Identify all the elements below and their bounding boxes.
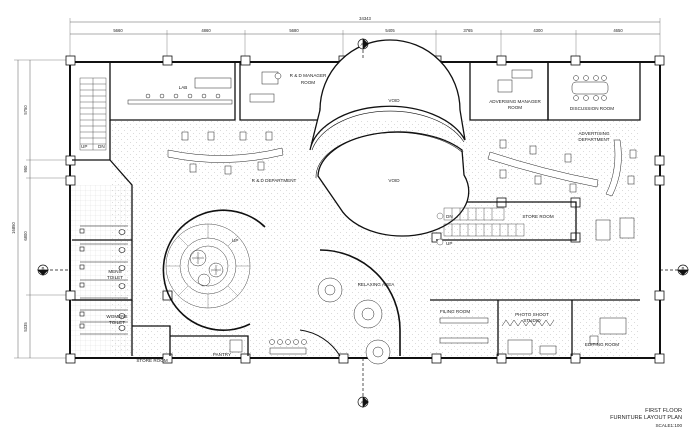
- label-rd-dept: R & D DEPARTMENT: [252, 178, 297, 183]
- planters: [189, 249, 224, 287]
- overall-height-dim: 16850: [11, 222, 16, 234]
- left-dim-1: 5750: [23, 105, 28, 115]
- section-marker-letters: A A B B: [42, 42, 685, 405]
- label-rd-manager-2: ROOM: [301, 80, 315, 85]
- label-rd-manager-1: R & D MANAGER: [290, 73, 327, 78]
- section-marker-a-bottom: [357, 358, 369, 408]
- section-markers: [37, 38, 689, 408]
- label-void-upper: VOID: [388, 98, 400, 103]
- label-pantry: PANTRY: [213, 352, 231, 357]
- label-photo-shoot-1: PHOTO SHOOT: [515, 312, 549, 317]
- label-mens-toilet-2: TOILET: [107, 275, 123, 280]
- dimension-lines: [14, 18, 661, 359]
- label-stair-up-east: UP: [446, 241, 452, 246]
- top-dim-4: 5405: [385, 28, 395, 33]
- label-womens-toilet-2: TOILET: [109, 320, 125, 325]
- room-labels: LAB R & D MANAGER ROOM VOID VOID ADVERSI…: [106, 73, 619, 363]
- left-dim-4: 5335: [23, 322, 28, 332]
- label-stair-up-west: UP: [81, 144, 87, 149]
- label-adv-dept-1: ADVERTISING: [578, 131, 609, 136]
- spiral-stair: [165, 223, 251, 309]
- label-lab: LAB: [179, 85, 188, 90]
- furniture: [127, 69, 637, 365]
- left-dim-3: 6800: [23, 231, 28, 241]
- section-a-bottom-letter: A: [361, 400, 364, 405]
- stair-labels: UP DN DN UP UP: [81, 144, 453, 246]
- top-dim-2: 4860: [201, 28, 211, 33]
- west-stair: [79, 77, 107, 151]
- title-line-1: FIRST FLOOR: [645, 408, 682, 414]
- label-mens-toilet-1: MENS: [108, 269, 121, 274]
- label-womens-toilet-1: WOMENS: [106, 314, 127, 319]
- overall-width-dim: 34343: [359, 16, 371, 21]
- curved-walls: [162, 209, 401, 357]
- east-stairs: [436, 207, 525, 246]
- void-area: [309, 39, 470, 237]
- label-adv-manager-2: ROOM: [508, 105, 522, 110]
- top-dim-6: 4300: [533, 28, 543, 33]
- label-relaxing-area: RELAXING AREA: [358, 282, 396, 287]
- label-stair-dn-west: DN: [98, 144, 105, 149]
- label-filing-room: FILING ROOM: [440, 309, 471, 314]
- top-dim-5: 3765: [463, 28, 473, 33]
- label-stair-dn-east: DN: [446, 214, 453, 219]
- section-b-right-letter: B: [682, 266, 685, 271]
- label-photo-shoot-2: STUDIO: [523, 318, 541, 323]
- label-discussion: DISCUSSION ROOM: [570, 106, 614, 111]
- section-marker-b-right: [660, 264, 689, 276]
- label-adv-dept-2: DEPARTMENT: [578, 137, 609, 142]
- dimension-labels: 34343 5660 4860 5680 5405 3765 4300 4650…: [11, 16, 623, 332]
- top-dim-7: 4650: [613, 28, 623, 33]
- left-dim-2: 950: [23, 165, 28, 173]
- label-store-room-west: STORE ROOM: [136, 358, 167, 363]
- top-dim-1: 5660: [113, 28, 123, 33]
- label-adv-manager-1: ADVERSING MANAGER: [489, 99, 541, 104]
- toilet-cubicles: [79, 225, 128, 335]
- title-block: FIRST FLOOR FURNITURE LAYOUT PLAN SCALE1…: [610, 408, 682, 430]
- label-editing-room: EDITING ROOM: [585, 342, 619, 347]
- label-stair-up-spiral: UP: [232, 238, 238, 243]
- title-scale: SCALE1:100: [655, 423, 682, 429]
- top-dim-3: 5680: [289, 28, 299, 33]
- section-a-top-letter: A: [361, 42, 364, 47]
- section-marker-a-top: [357, 38, 369, 60]
- label-store-room-east: STORE ROOM: [522, 214, 553, 219]
- section-b-left-letter: B: [42, 266, 45, 271]
- section-marker-b-left: [37, 264, 70, 276]
- title-line-2: FURNITURE LAYOUT PLAN: [610, 414, 682, 421]
- label-void-lower: VOID: [388, 178, 400, 183]
